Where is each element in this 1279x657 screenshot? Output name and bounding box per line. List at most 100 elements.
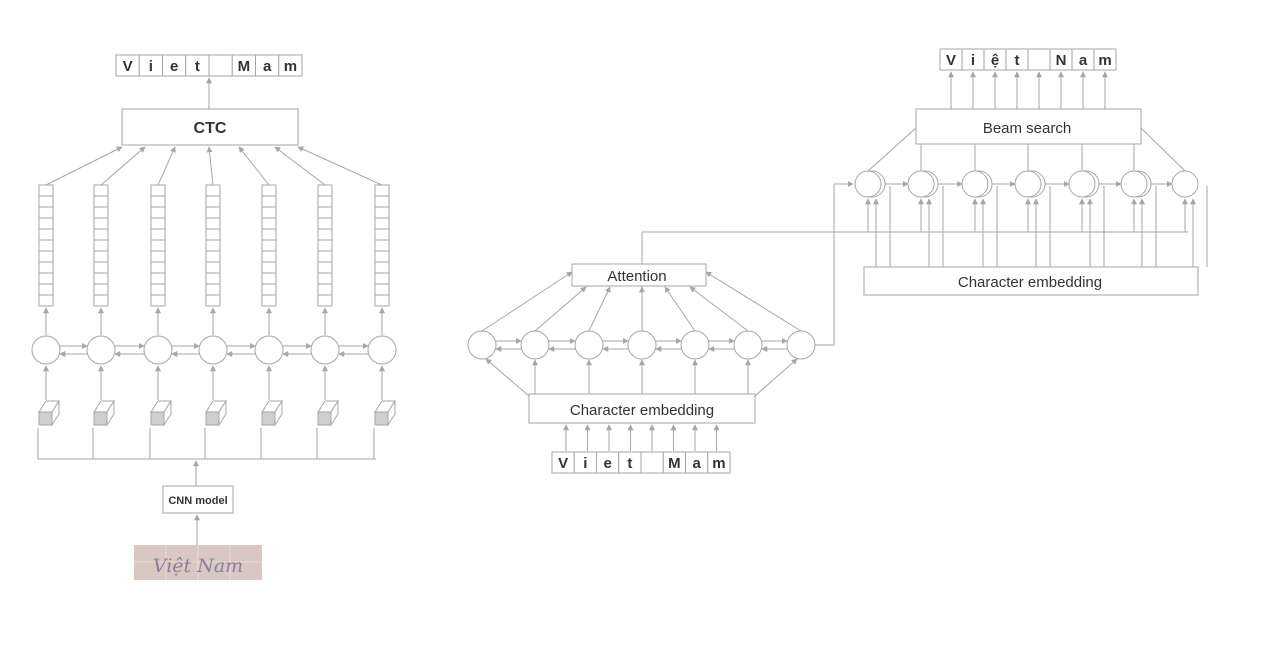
decoder-node	[1015, 171, 1041, 197]
ctc-output-char: i	[149, 58, 153, 75]
hidden-vector-cell	[206, 273, 220, 284]
hidden-vector-cell	[206, 240, 220, 251]
hidden-vector-cell	[206, 262, 220, 273]
encoder-to-attention-arrow	[482, 272, 572, 331]
stack-to-ctc-arrow	[158, 147, 175, 185]
hidden-vector-cell	[39, 262, 53, 273]
decoder-output-char: a	[1079, 52, 1088, 69]
hidden-vector-cell	[94, 251, 108, 262]
hidden-vector-cell	[151, 185, 165, 196]
hidden-vector-cell	[94, 185, 108, 196]
hidden-vector-cell	[94, 218, 108, 229]
encoder-to-decoder-line	[815, 184, 853, 345]
hidden-vector-cell	[375, 295, 389, 306]
decoder-node	[855, 171, 881, 197]
hidden-vector-cell	[318, 262, 332, 273]
hidden-vector-cell	[206, 229, 220, 240]
hidden-vector-cell	[39, 251, 53, 262]
hidden-vector-cell	[318, 229, 332, 240]
handwriting-image: Việt Nam	[134, 545, 262, 580]
feature-block-front	[318, 412, 331, 425]
decoder-node	[1069, 171, 1095, 197]
hidden-vector-cell	[206, 218, 220, 229]
hidden-vector-cell	[151, 240, 165, 251]
ctc-output-char: t	[195, 58, 200, 75]
hidden-vector-cell	[318, 207, 332, 218]
stack-to-ctc-arrow	[46, 147, 122, 185]
hidden-vector-cell	[151, 273, 165, 284]
encoder-input-char: m	[712, 455, 725, 472]
hidden-vector-cell	[206, 196, 220, 207]
encoder-node	[628, 331, 656, 359]
attention-branch: Attention Character embedding VietMam Be…	[468, 49, 1207, 473]
hidden-vector-cell	[39, 273, 53, 284]
hidden-vector-cell	[151, 229, 165, 240]
hidden-vector-cell	[262, 229, 276, 240]
feature-block-front	[375, 412, 388, 425]
hidden-vector-cell	[375, 229, 389, 240]
ctc-output-char: V	[123, 58, 133, 75]
encoder-node	[468, 331, 496, 359]
hidden-vector-cell	[318, 251, 332, 262]
rnn-node	[144, 336, 172, 364]
hidden-vector-cell	[375, 273, 389, 284]
hidden-vector-cell	[39, 240, 53, 251]
hidden-vector-cell	[151, 284, 165, 295]
rnn-node	[87, 336, 115, 364]
beam-search-label: Beam search	[983, 120, 1071, 137]
hidden-vector-cell	[94, 240, 108, 251]
hidden-vector-cell	[151, 196, 165, 207]
decoder-output-arrows	[951, 72, 1105, 109]
ctc-output-char: m	[284, 58, 297, 75]
hidden-vector-cell	[94, 284, 108, 295]
decoder-layer	[855, 128, 1207, 267]
hidden-vector-cell	[151, 207, 165, 218]
ctc-branch: VietMam CTC CNN model Việt Nam	[32, 55, 396, 580]
encoder-to-attention-arrow	[589, 287, 610, 331]
feature-block-front	[206, 412, 219, 425]
attention-label: Attention	[607, 268, 666, 285]
decoder-output-cell	[1028, 49, 1050, 70]
hidden-vector-cell	[94, 207, 108, 218]
stack-to-ctc-arrow	[275, 147, 325, 185]
hidden-vector-cell	[375, 196, 389, 207]
hidden-vector-cell	[318, 185, 332, 196]
decoder-node	[962, 171, 988, 197]
stack-to-ctc-arrow	[298, 147, 382, 185]
hidden-vector-cell	[206, 185, 220, 196]
hidden-vector-cell	[39, 207, 53, 218]
ctc-output-sequence: VietMam	[116, 55, 302, 76]
encoder-layer	[468, 272, 815, 396]
hidden-vector-cell	[375, 240, 389, 251]
hidden-vector-cell	[39, 295, 53, 306]
encoder-input-cell	[641, 452, 663, 473]
hidden-vector-cell	[151, 262, 165, 273]
hidden-vector-cell	[262, 185, 276, 196]
feature-block-front	[262, 412, 275, 425]
encoder-input-char: M	[668, 455, 681, 472]
hidden-vector-cell	[206, 284, 220, 295]
beam-to-decoder-line	[868, 128, 916, 171]
ctc-output-cell	[209, 55, 232, 76]
hidden-vector-cell	[262, 218, 276, 229]
hidden-vector-cell	[151, 251, 165, 262]
rnn-node	[32, 336, 60, 364]
stack-to-ctc-arrow	[101, 147, 145, 185]
hidden-vector-cell	[39, 218, 53, 229]
feature-block-front	[151, 412, 164, 425]
encoder-to-attention-arrow	[690, 287, 748, 331]
stack-to-ctc-arrow	[209, 147, 213, 185]
hidden-vector-cell	[206, 251, 220, 262]
embedding-to-last-node-arrow	[755, 359, 797, 396]
stack-to-ctc-arrow	[239, 147, 269, 185]
embedding-to-first-node-arrow	[486, 359, 529, 396]
rnn-node	[368, 336, 396, 364]
encoder-node	[787, 331, 815, 359]
decoder-output-char: i	[971, 52, 975, 69]
hidden-vector-cell	[262, 262, 276, 273]
hidden-vector-cell	[39, 196, 53, 207]
hidden-vector-cell	[206, 207, 220, 218]
hidden-vector-cell	[375, 218, 389, 229]
